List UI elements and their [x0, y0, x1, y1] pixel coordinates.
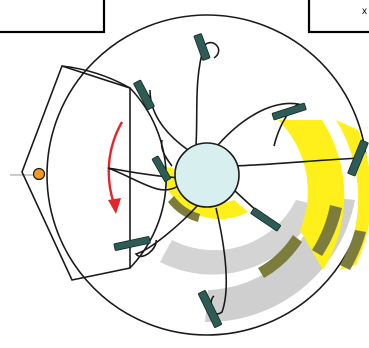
- top-right-label-glyph: x: [362, 6, 367, 17]
- curved-arrow-head: [108, 198, 121, 214]
- clip-hub-left: [151, 155, 171, 182]
- clip-upper-left: [133, 79, 155, 111]
- clips: [113, 33, 369, 328]
- pivot-pin-icon: [32, 167, 46, 181]
- curved-arrow-down-icon: [107, 121, 124, 205]
- olive-band-3: [340, 230, 366, 270]
- central-hub: [174, 142, 240, 208]
- clip-bottom: [198, 290, 222, 328]
- clip-lower-right: [250, 207, 281, 232]
- inner-gray-track: [160, 200, 318, 275]
- clip-right: [347, 139, 369, 177]
- feed-sector-outline: [21, 65, 131, 281]
- clip-upper-right: [271, 102, 307, 121]
- olive-band-4: [168, 196, 200, 222]
- clip-top: [193, 33, 211, 61]
- olive-band-2: [312, 205, 342, 256]
- clip-lower-left: [113, 236, 151, 251]
- olive-band-1: [258, 235, 302, 278]
- top-right-label-box: [307, 0, 369, 34]
- feed-sector-top-arc: [61, 65, 131, 89]
- top-left-label-box: [0, 0, 106, 34]
